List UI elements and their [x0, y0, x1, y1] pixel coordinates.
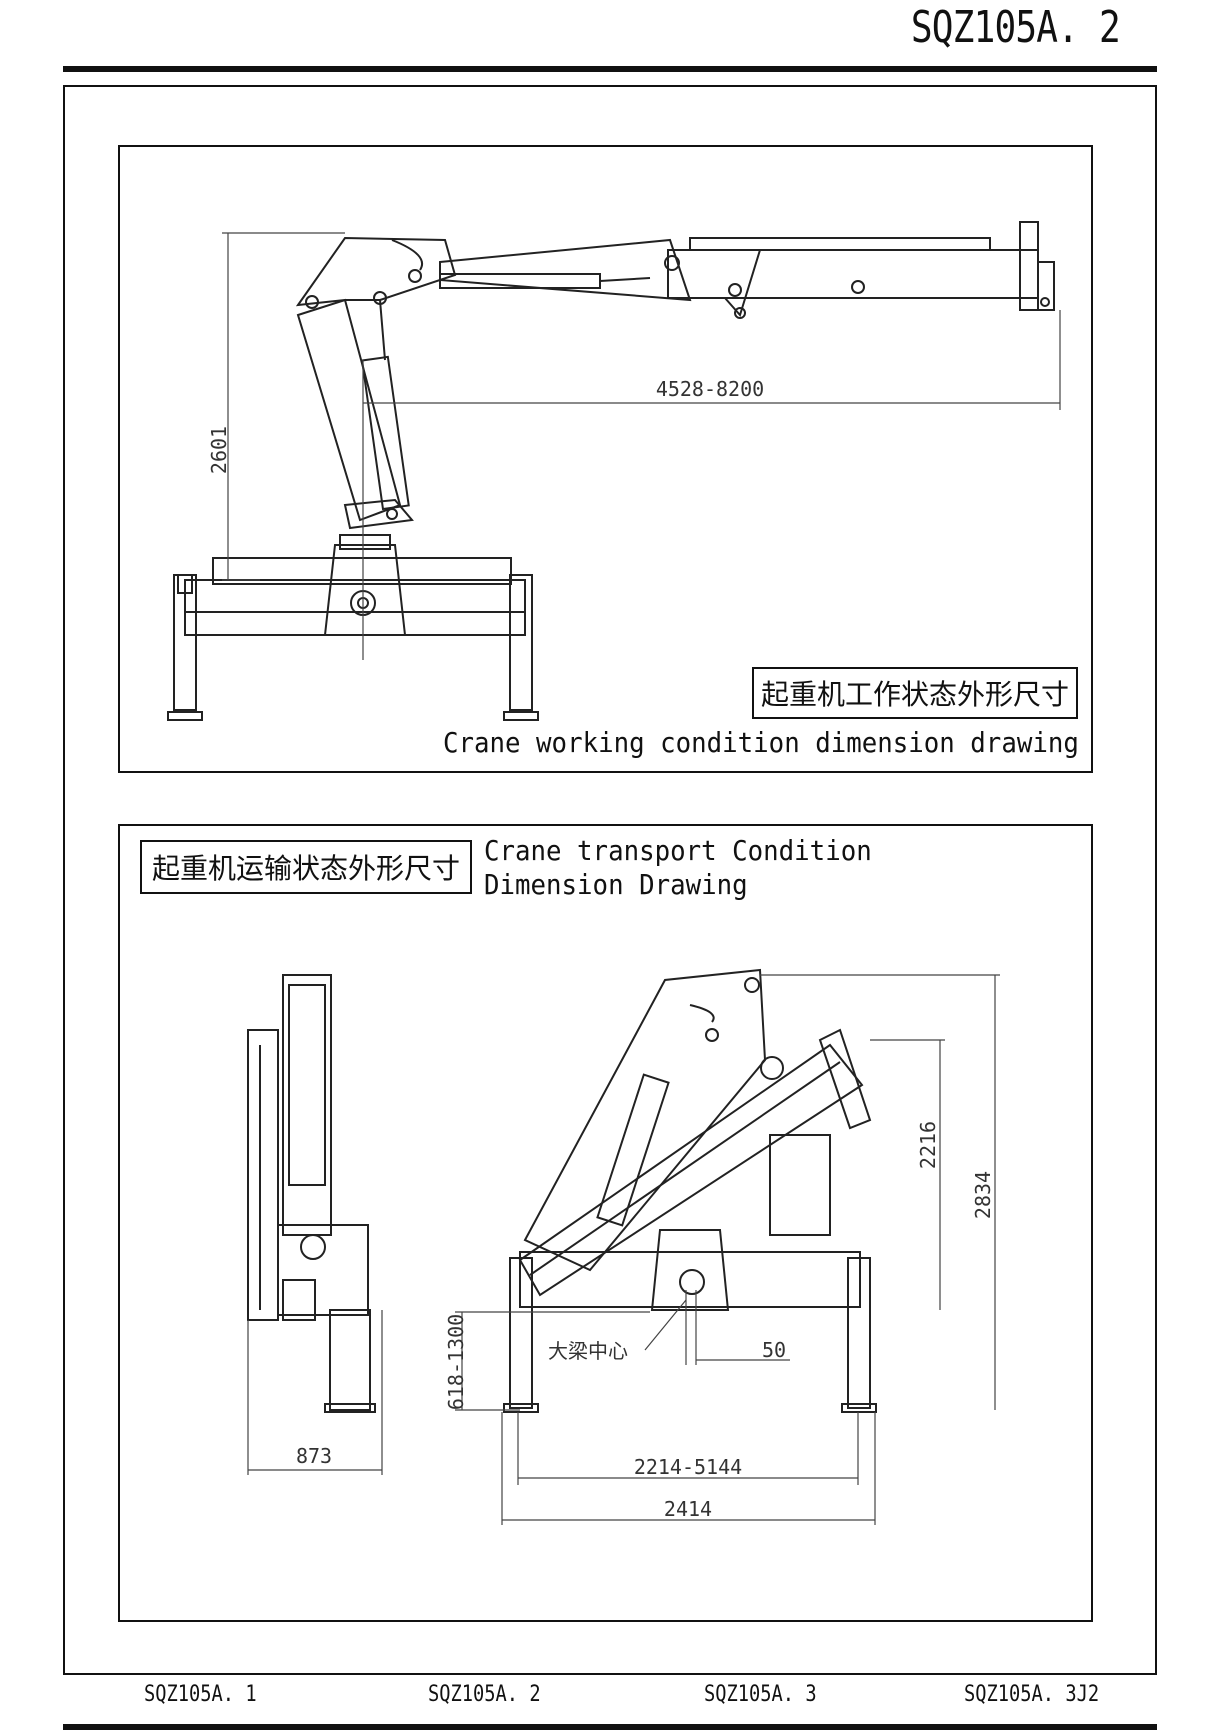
front-dim-offset: 50 [762, 1338, 786, 1362]
transport-caption-en-2: Dimension Drawing [484, 868, 748, 901]
front-dim-spread: 2414 [664, 1497, 712, 1521]
transport-side-view [247, 974, 376, 1413]
working-caption-en: Crane working condition dimension drawin… [443, 726, 1079, 759]
working-crane-drawing [167, 221, 1055, 721]
working-view-panel [118, 145, 1093, 773]
transport-view-panel [118, 824, 1093, 1622]
sheet-code-4: SQZ105A. 3J2 [964, 1682, 1100, 1707]
front-dim-leg-range: 618-1300 [444, 1314, 468, 1410]
side-dim-width: 873 [296, 1444, 332, 1468]
drawing-frame [63, 85, 1157, 1675]
transport-caption-en-1: Crane transport Condition [484, 834, 872, 867]
working-dimensions [222, 232, 1061, 660]
transport-front-view [503, 968, 877, 1413]
working-dim-height: 2601 [207, 426, 231, 474]
footer-rule [63, 1724, 1157, 1730]
sheet-code-2: SQZ105A. 2 [428, 1682, 541, 1707]
working-caption-cn: 起重机工作状态外形尺寸 [752, 667, 1078, 719]
sheet-code-1: SQZ105A. 1 [144, 1682, 257, 1707]
working-dim-reach: 4528-8200 [656, 377, 764, 401]
side-dimensions [247, 1310, 383, 1475]
front-dim-height-total: 2834 [971, 1171, 995, 1219]
front-dim-spread-range: 2214-5144 [634, 1455, 742, 1479]
transport-caption-cn: 起重机运输状态外形尺寸 [140, 840, 472, 894]
front-dim-height-inner: 2216 [916, 1121, 940, 1169]
sheet-code-3: SQZ105A. 3 [704, 1682, 817, 1707]
header-rule [63, 66, 1157, 72]
front-dim-beam-label: 大梁中心 [548, 1339, 628, 1363]
drawing-number: SQZ105A. 2 [910, 2, 1121, 53]
front-dimensions [455, 974, 1000, 1525]
